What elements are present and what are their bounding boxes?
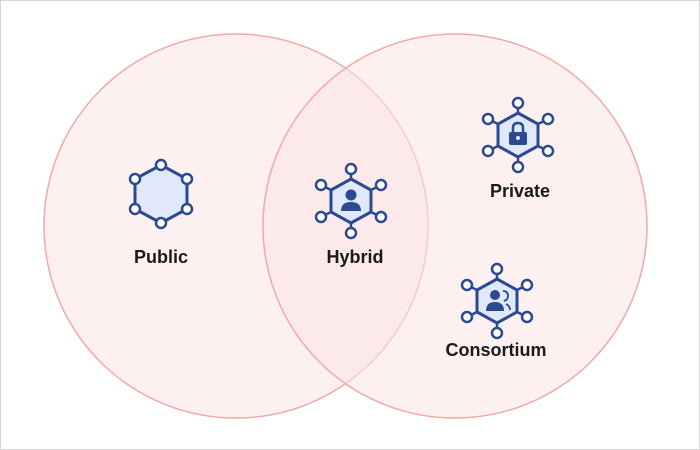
- venn-circles: [43, 33, 648, 419]
- network-hexagon-icon: [128, 158, 194, 230]
- right-circle: [262, 33, 648, 419]
- network-group-icon: [460, 262, 534, 340]
- network-lock-icon: [481, 96, 555, 174]
- public-label: Public: [133, 247, 189, 267]
- hybrid-label: Hybrid: [326, 247, 384, 267]
- consortium-label: Consortium: [445, 340, 547, 360]
- network-user-icon: [314, 162, 388, 240]
- private-label: Private: [489, 181, 551, 201]
